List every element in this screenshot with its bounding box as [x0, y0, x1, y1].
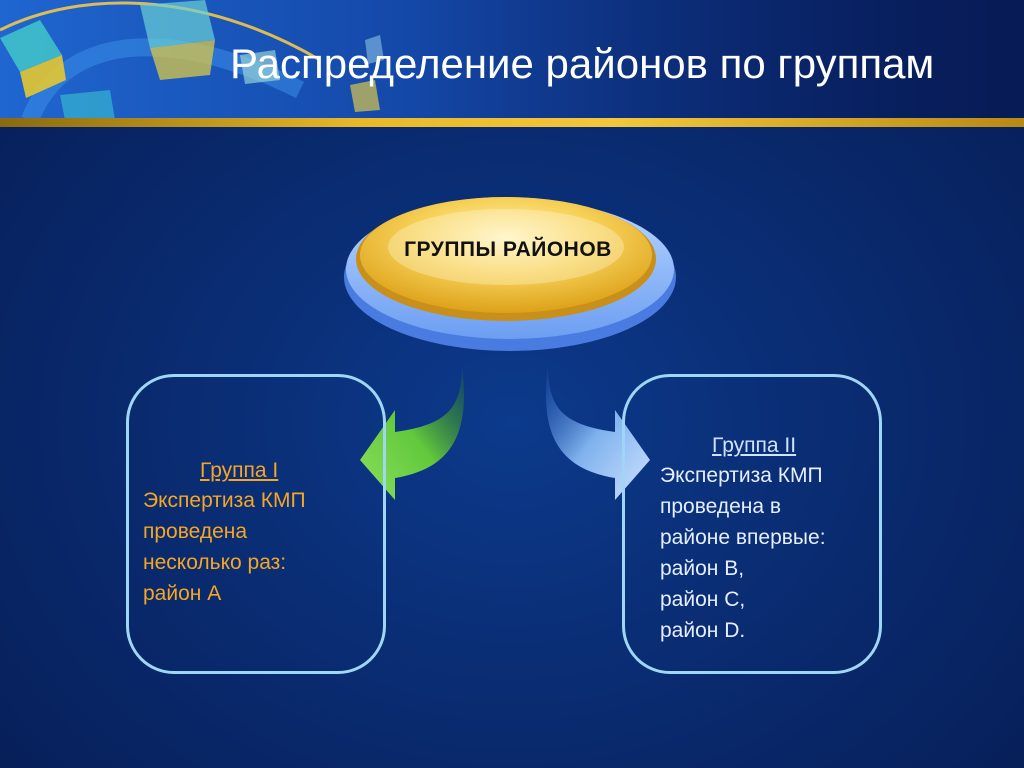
header-decoration — [0, 0, 1024, 120]
slide-header: Распределение районов по группам — [0, 0, 1024, 120]
center-node-shape — [344, 197, 676, 351]
center-node-label: ГРУППЫ РАЙОНОВ — [404, 238, 612, 261]
group-1-heading: Группа I — [200, 459, 279, 482]
group-2-description: Экспертиза КМП проведена в районе впервы… — [660, 464, 826, 642]
group-2-box — [622, 374, 882, 674]
group-1-description: Экспертиза КМП проведена несколько раз: … — [143, 489, 306, 605]
slide-title: Распределение районов по группам — [230, 40, 935, 87]
group-2-heading: Группа II — [712, 434, 797, 457]
group-1-box — [126, 374, 386, 674]
header-divider — [0, 118, 1024, 127]
